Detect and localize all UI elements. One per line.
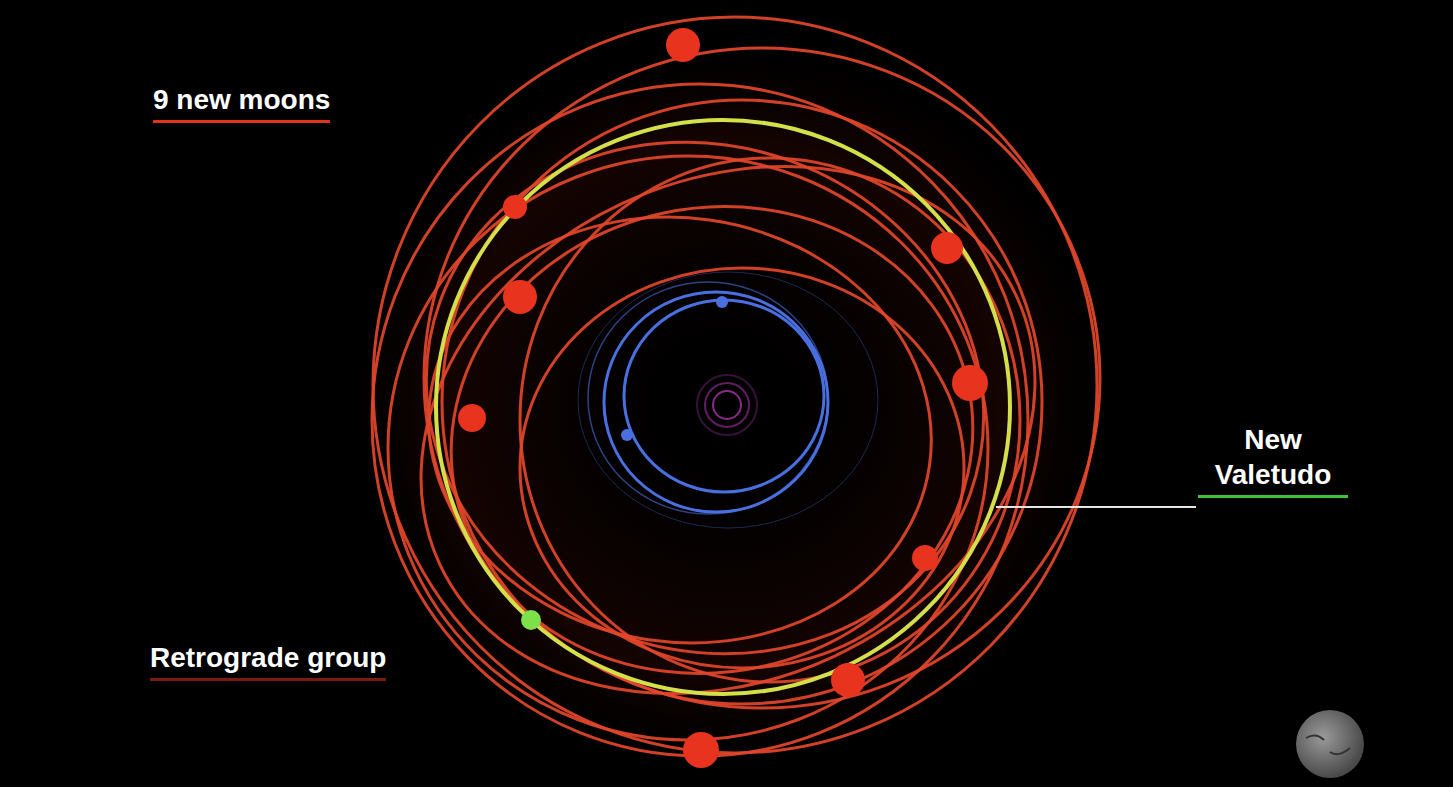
moon-dot <box>716 296 728 308</box>
orbit <box>588 282 828 514</box>
moon-dot <box>503 280 537 314</box>
heading-label: 9 new moons <box>153 82 330 123</box>
orbit-haze <box>327 25 1127 785</box>
orbit <box>354 65 1056 732</box>
valetudo-dot <box>521 610 541 630</box>
orbit <box>713 391 741 419</box>
moon-dot <box>912 545 938 571</box>
moon-dot <box>952 365 988 401</box>
group-label: Retrograde group <box>150 640 386 681</box>
moon-label: New Valetudo <box>1198 422 1348 498</box>
orbit <box>697 375 757 435</box>
orbit <box>334 69 1122 787</box>
prograde-moons <box>621 296 728 441</box>
leader-line <box>996 506 1196 508</box>
retrograde-orbits <box>334 17 1122 787</box>
moon-dot <box>931 232 963 264</box>
moon-dot <box>831 663 865 697</box>
valetudo-orbit <box>436 120 1010 694</box>
orbit <box>578 272 878 528</box>
orbit <box>520 268 964 668</box>
moon-icon <box>1296 710 1364 778</box>
orbit <box>372 84 1028 756</box>
orbit <box>401 185 959 675</box>
inner-orbits <box>697 375 757 435</box>
moon-dot <box>503 195 527 219</box>
prograde-orbits <box>578 272 878 528</box>
orbit <box>705 383 749 427</box>
moon-dot <box>683 732 719 768</box>
new-moons <box>458 28 988 768</box>
moon-icon-detail <box>1306 735 1350 754</box>
orbit <box>424 48 1100 708</box>
orbit <box>624 300 824 492</box>
moon-dot <box>458 404 486 432</box>
orbit <box>373 17 1097 753</box>
moon-dot <box>666 28 700 62</box>
moon-dot <box>621 429 633 441</box>
